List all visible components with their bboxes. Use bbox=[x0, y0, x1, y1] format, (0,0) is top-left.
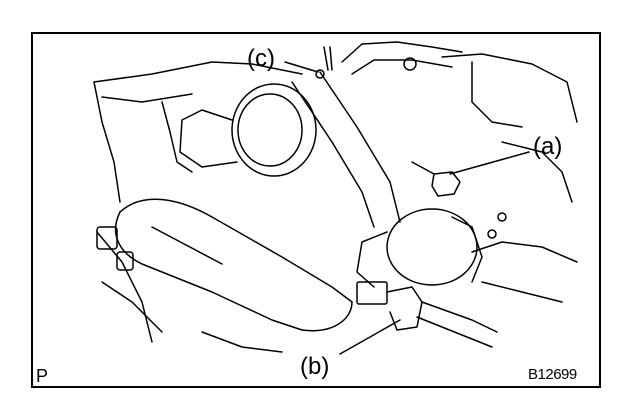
upper-hose bbox=[291, 41, 463, 228]
engine-block-outline bbox=[93, 53, 578, 353]
callout-label-a: (a) bbox=[533, 133, 563, 160]
clamp-c bbox=[315, 46, 333, 79]
figure-id: B12699 bbox=[528, 366, 577, 383]
illustration-frame bbox=[31, 32, 601, 388]
callout-label-c: (c) bbox=[247, 45, 275, 72]
connector-b bbox=[356, 281, 498, 348]
callout-label-b: (b) bbox=[300, 353, 330, 380]
leader-line-b bbox=[339, 319, 401, 355]
leader-line-a bbox=[449, 151, 530, 175]
sensor-housing bbox=[356, 208, 483, 288]
intake-hose bbox=[114, 198, 353, 332]
throttle-body bbox=[179, 83, 317, 177]
leader-line-c bbox=[284, 61, 319, 73]
corner-marker-p: P bbox=[36, 366, 49, 386]
leader-lines bbox=[284, 61, 530, 355]
connector-a bbox=[411, 161, 461, 197]
engine-line-drawing bbox=[93, 41, 578, 355]
